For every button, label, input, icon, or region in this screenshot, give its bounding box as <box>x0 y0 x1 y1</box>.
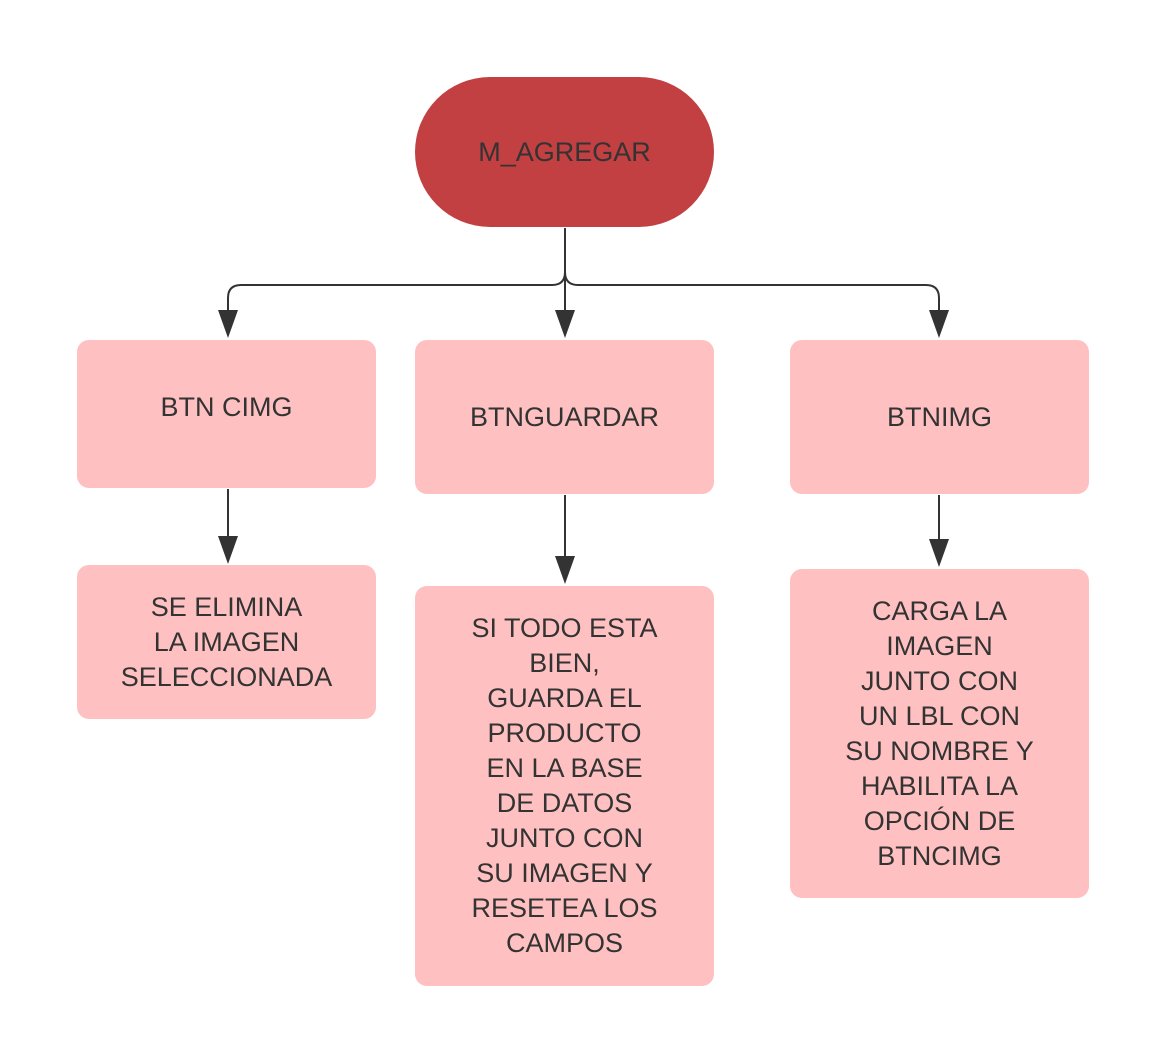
node-btnguardar: BTNGUARDAR <box>415 340 714 494</box>
node-btnguardar-label: BTNGUARDAR <box>469 401 659 432</box>
connector-root-to-btnimg <box>564 271 940 312</box>
node-btnguardar-result-text: SI TODO ESTA BIEN, GUARDA EL PRODUCTO EN… <box>471 613 658 958</box>
node-btn-cimg-label: BTN CIMG <box>160 392 293 422</box>
arrowhead-btnguardar <box>555 310 575 338</box>
node-btnguardar-result: SI TODO ESTA BIEN, GUARDA EL PRODUCTO EN… <box>415 586 714 986</box>
node-btn-cimg-result: SE ELIMINA LA IMAGEN SELECCIONADA <box>77 565 376 719</box>
arrowhead-btnimg-result <box>929 539 949 567</box>
connector-root-trunk <box>227 228 566 312</box>
node-btn-cimg: BTN CIMG <box>77 340 376 488</box>
node-btnimg: BTNIMG <box>790 340 1089 494</box>
root-node-m-agregar: M_AGREGAR <box>415 77 714 227</box>
node-btnimg-label: BTNIMG <box>887 401 992 432</box>
arrowhead-btnimg <box>929 310 949 338</box>
node-btn-cimg-result-text: SE ELIMINA LA IMAGEN SELECCIONADA <box>120 591 333 692</box>
arrowhead-btncimg-result <box>218 536 238 564</box>
node-btnimg-result: CARGA LA IMAGEN JUNTO CON UN LBL CON SU … <box>790 569 1089 898</box>
arrowhead-btncimg <box>218 310 238 338</box>
arrowhead-btnguardar-result <box>555 556 575 584</box>
root-node-label: M_AGREGAR <box>478 136 651 167</box>
node-btnimg-result-text: CARGA LA IMAGEN JUNTO CON UN LBL CON SU … <box>845 595 1034 871</box>
